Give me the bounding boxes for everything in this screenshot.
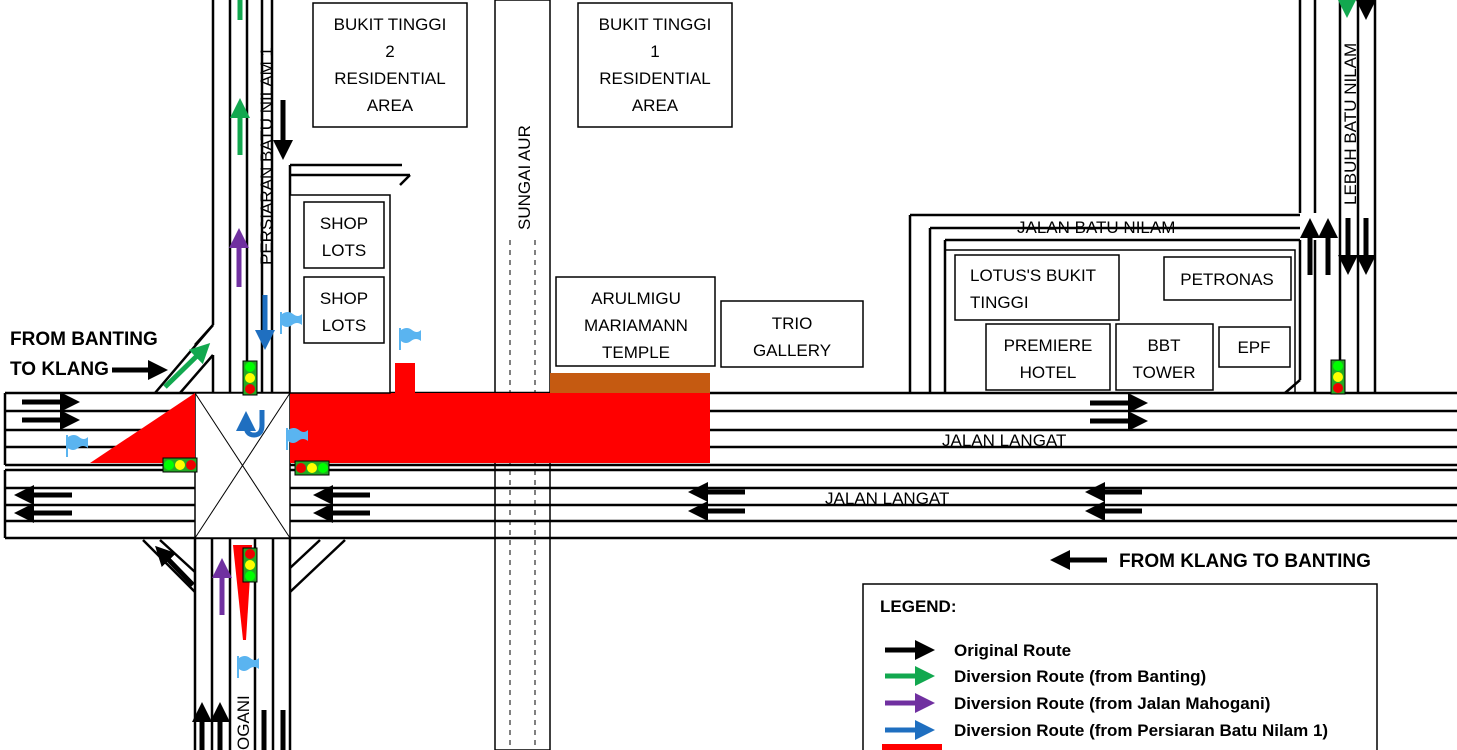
svg-text:BUKIT TINGGI: BUKIT TINGGI: [334, 15, 447, 34]
building-shop-lots-1: SHOP LOTS: [303, 201, 385, 269]
label-persiaran: PERSIARAN BATU NILAM 1: [257, 47, 276, 265]
svg-text:GALLERY: GALLERY: [753, 341, 831, 360]
from-banting-label: FROM BANTING: [10, 329, 158, 350]
building-lotus: LOTUS'S BUKIT TINGGI: [954, 254, 1120, 321]
building-shop-lots-2: SHOP LOTS: [303, 276, 385, 344]
svg-text:LEGEND:: LEGEND:: [880, 597, 957, 616]
svg-text:Diversion Route (from Persiara: Diversion Route (from Persiaran Batu Nil…: [954, 721, 1328, 740]
svg-text:BBT: BBT: [1147, 336, 1180, 355]
road-closure-areas: [90, 345, 710, 640]
svg-text:1: 1: [650, 42, 659, 61]
svg-text:EPF: EPF: [1237, 338, 1270, 357]
building-temple: ARULMIGU MARIAMANN TEMPLE: [555, 276, 716, 367]
building-bbt-tower: BBT TOWER: [1115, 323, 1214, 391]
svg-text:ARULMIGU: ARULMIGU: [591, 289, 681, 308]
svg-text:BUKIT TINGGI: BUKIT TINGGI: [599, 15, 712, 34]
legend: LEGEND: Original Route Diversion Route (…: [862, 583, 1378, 750]
diversion-banting-arrows: [163, 0, 1357, 389]
label-lebuh-batu-nilam: LEBUH BATU NILAM: [1341, 43, 1360, 205]
svg-text:Original Route: Original Route: [954, 641, 1071, 660]
label-jalan-langat-upper: JALAN LANGAT: [942, 431, 1066, 450]
svg-text:MARIAMANN: MARIAMANN: [584, 316, 688, 335]
svg-text:RESIDENTIAL: RESIDENTIAL: [599, 69, 710, 88]
svg-text:LOTUS'S BUKIT: LOTUS'S BUKIT: [970, 266, 1096, 285]
label-mahogani: OGANI: [234, 695, 253, 750]
building-epf: EPF: [1218, 326, 1291, 368]
lebuh-batu-nilam-road: [908, 0, 1377, 394]
svg-text:HOTEL: HOTEL: [1020, 363, 1077, 382]
svg-text:TEMPLE: TEMPLE: [602, 343, 670, 362]
diversion-persiaran-arrows: [236, 295, 275, 438]
svg-text:TINGGI: TINGGI: [970, 293, 1029, 312]
svg-text:PETRONAS: PETRONAS: [1180, 270, 1274, 289]
svg-text:Diversion Route (from Jalan Ma: Diversion Route (from Jalan Mahogani): [954, 694, 1270, 713]
from-banting-label-2: TO KLANG: [10, 359, 109, 380]
diversion-mahogani-arrows: [212, 228, 249, 615]
building-trio-gallery: TRIO GALLERY: [720, 300, 864, 368]
svg-text:AREA: AREA: [632, 96, 679, 115]
svg-text:RESIDENTIAL: RESIDENTIAL: [334, 69, 445, 88]
building-premiere-hotel: PREMIERE HOTEL: [985, 323, 1111, 391]
svg-text:2: 2: [385, 42, 394, 61]
intersection-box: [194, 392, 291, 539]
original-route-arrows: [14, 0, 1376, 750]
svg-text:TRIO: TRIO: [772, 314, 813, 333]
svg-text:PREMIERE: PREMIERE: [1004, 336, 1093, 355]
sungai-aur-river: [494, 0, 551, 750]
label-jalan-langat-lower: JALAN LANGAT: [825, 489, 949, 508]
svg-text:AREA: AREA: [367, 96, 414, 115]
svg-text:LOTS: LOTS: [322, 316, 366, 335]
legend-item-closure: [882, 744, 942, 750]
label-sungai-aur: SUNGAI AUR: [515, 125, 534, 230]
svg-text:Diversion Route (from Banting): Diversion Route (from Banting): [954, 667, 1206, 686]
svg-text:SHOP: SHOP: [320, 289, 368, 308]
building-petronas: PETRONAS: [1163, 256, 1292, 301]
svg-text:SHOP: SHOP: [320, 214, 368, 233]
svg-text:LOTS: LOTS: [322, 241, 366, 260]
label-jalan-batu-nilam: JALAN BATU NILAM: [1017, 218, 1175, 237]
from-klang-label: FROM KLANG TO BANTING: [1119, 551, 1371, 572]
svg-text:TOWER: TOWER: [1133, 363, 1196, 382]
